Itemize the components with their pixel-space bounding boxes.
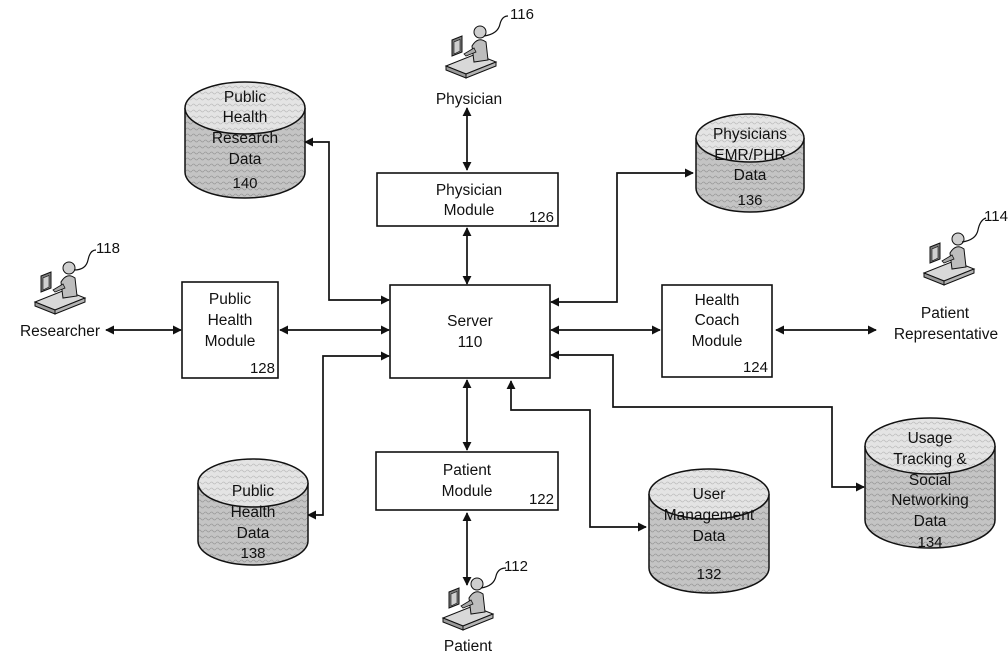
patient-label: Patient [444, 638, 493, 655]
emr-data-to-server-arrow [550, 168, 694, 307]
research-db-line2: Health [223, 109, 268, 126]
patient-rep-actor: 114 Patient Representative [894, 208, 1008, 343]
patient-module-line1: Patient [443, 462, 492, 479]
research-data-to-server-arrow [304, 137, 390, 305]
user-mgmt-data-to-server-arrow [506, 380, 647, 532]
server-label: Server [447, 313, 493, 330]
usage-db-line3: Social [909, 472, 951, 489]
public-health-db-ref: 138 [240, 545, 265, 562]
patient-module-line2: Module [442, 483, 493, 500]
emr-db-line1: Physicians [713, 126, 787, 143]
physician-module-ref: 126 [529, 209, 554, 226]
usage-db-ref: 134 [917, 534, 942, 551]
user-mgmt-db-line2: Management [664, 507, 755, 524]
physician-module: Physician Module 126 [376, 172, 559, 227]
physician-ref-leader [483, 15, 509, 37]
patient-module-ref: 122 [529, 491, 554, 508]
physician-label: Physician [436, 91, 502, 108]
public-health-module: Public Health Module 128 [181, 281, 279, 379]
user-mgmt-db-line1: User [693, 486, 726, 503]
usage-db-line1: Usage [908, 430, 953, 447]
patient-ref-leader [480, 567, 507, 589]
physician-module-line2: Module [444, 202, 495, 219]
usage-db-line2: Tracking & [893, 451, 967, 468]
server-box: Server 110 [389, 284, 551, 379]
patient-actor: 112 Patient [442, 558, 528, 655]
health-coach-module-ref: 124 [743, 359, 768, 376]
user-management-db: User Management Data 132 [648, 468, 770, 594]
physician-actor: 116 Physician [436, 6, 534, 108]
patient-person-icon [442, 577, 494, 631]
physicians-emr-db: Physicians EMR/PHR Data 136 [695, 113, 805, 213]
public-health-data-to-server-arrow [307, 351, 390, 520]
health-coach-module: Health Coach Module 124 [661, 284, 773, 378]
usage-db-line4: Networking [891, 492, 969, 509]
health-coach-module-line2: Coach [695, 312, 740, 329]
public-health-research-db: Public Health Research Data 140 [184, 81, 306, 199]
public-health-db-line2: Health [231, 504, 276, 521]
user-mgmt-db-ref: 132 [696, 566, 721, 583]
patient-rep-label-line2: Representative [894, 326, 998, 343]
public-health-db: Public Health Data 138 [197, 458, 309, 566]
usage-db-line5: Data [914, 513, 947, 530]
connectors [105, 107, 877, 586]
patient-rep-ref: 114 [984, 208, 1008, 225]
researcher-label: Researcher [20, 323, 100, 340]
research-db-line4: Data [229, 151, 262, 168]
physician-module-line1: Physician [436, 182, 502, 199]
public-health-module-line3: Module [205, 333, 256, 350]
server-ref: 110 [458, 334, 483, 351]
health-coach-module-line1: Health [695, 292, 740, 309]
emr-db-line3: Data [734, 167, 767, 184]
public-health-db-line1: Public [232, 483, 274, 500]
public-health-module-line2: Health [208, 312, 253, 329]
patient-rep-label-line1: Patient [921, 305, 970, 322]
research-db-line3: Research [212, 130, 278, 147]
public-health-module-line1: Public [209, 291, 251, 308]
public-health-module-ref: 128 [250, 360, 275, 377]
public-health-db-line3: Data [237, 525, 270, 542]
usage-data-to-server-arrow [550, 350, 865, 492]
researcher-actor: 118 Researcher [20, 240, 120, 340]
patient-rep-ref-leader [961, 217, 987, 243]
emr-db-ref: 136 [737, 192, 762, 209]
usage-tracking-db: Usage Tracking & Social Networking Data … [864, 417, 996, 551]
patient-module: Patient Module 122 [375, 451, 559, 511]
health-coach-module-line3: Module [692, 333, 743, 350]
physician-ref: 116 [510, 6, 534, 23]
research-db-ref: 140 [232, 175, 257, 192]
researcher-ref-leader [73, 249, 97, 271]
research-db-line1: Public [224, 89, 266, 106]
researcher-ref: 118 [96, 240, 120, 257]
emr-db-line2: EMR/PHR [714, 147, 785, 164]
patient-ref: 112 [504, 558, 528, 575]
user-mgmt-db-line3: Data [693, 528, 726, 545]
physician-person-icon [445, 25, 497, 79]
